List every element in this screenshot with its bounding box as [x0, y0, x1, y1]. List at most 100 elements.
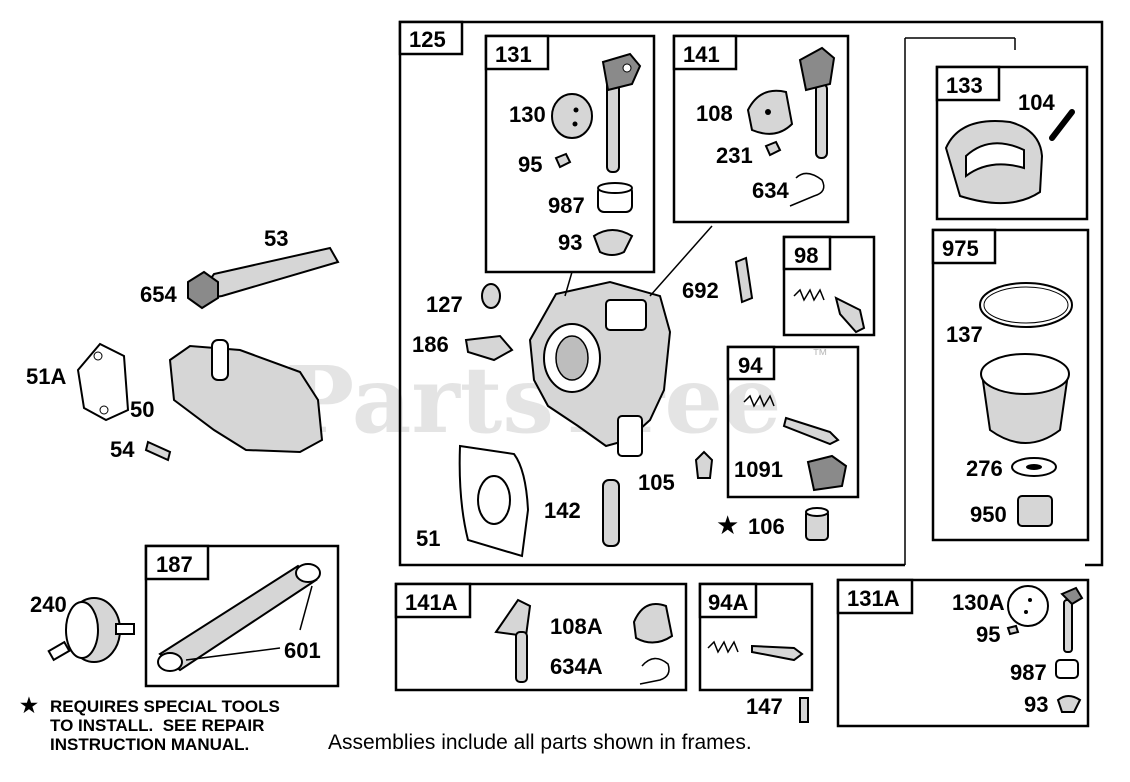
- part-label-634: 634: [752, 178, 789, 203]
- star-icon: ★: [20, 695, 38, 717]
- assemblies-note: Assemblies include all parts shown in fr…: [328, 731, 752, 754]
- spring-icon: [789, 172, 825, 207]
- special-tools-line-3: INSTRUCTION MANUAL.: [50, 735, 250, 754]
- part-label-53: 53: [264, 226, 288, 251]
- frame-975[interactable]: 975 137 276 950: [931, 228, 1090, 542]
- frame-98[interactable]: 98: [782, 235, 876, 337]
- elbow-186-icon: [464, 334, 514, 362]
- part-label-51a: 51A: [26, 364, 66, 389]
- part-label-950: 950: [970, 502, 1007, 527]
- screw-icon: [554, 152, 572, 169]
- frame-label-98: 98: [794, 243, 818, 268]
- frame-label-131a: 131A: [847, 586, 900, 611]
- part-label-106: 106: [748, 514, 785, 539]
- part-label-692: 692: [682, 278, 719, 303]
- solenoid-icon: [806, 454, 848, 492]
- seal-icon: [1056, 695, 1082, 713]
- choke-lever-icon: [494, 598, 532, 638]
- part-label-240: 240: [30, 592, 67, 617]
- part-label-1091: 1091: [734, 457, 783, 482]
- frame-94a[interactable]: 94A: [698, 582, 814, 692]
- throttle-plate-icon: [1007, 585, 1049, 627]
- bolt-54-icon: [144, 440, 172, 462]
- screw-147-icon: [799, 697, 809, 723]
- special-tools-note: ★ REQUIRES SPECIAL TOOLS TO INSTALL. SEE…: [20, 695, 280, 754]
- part-label-130a: 130A: [952, 590, 1005, 615]
- bushing-icon: [1055, 659, 1079, 679]
- frame-131[interactable]: 131 130 95 987 93: [484, 34, 656, 274]
- part-label-987-131a: 987: [1010, 660, 1047, 685]
- frame-133[interactable]: 133 104: [935, 65, 1089, 221]
- spring-icon: [639, 657, 670, 685]
- part-label-634a: 634A: [550, 654, 603, 679]
- spring-icon: [707, 640, 739, 654]
- part-label-95-131a: 95: [976, 622, 1000, 647]
- throttle-plate-icon: [551, 93, 593, 139]
- throttle-shaft-icon: [606, 79, 620, 173]
- frame-187[interactable]: 187 601: [144, 544, 340, 688]
- mixture-screw-icon: [782, 416, 840, 446]
- frame-label-187: 187: [156, 552, 193, 577]
- pin-icon: [1049, 109, 1075, 141]
- frame-label-125: 125: [409, 27, 446, 52]
- frame-141a[interactable]: 141A 108A 634A: [394, 582, 688, 692]
- frame-label-131: 131: [495, 42, 532, 67]
- special-tool-star: ★: [716, 511, 739, 541]
- part-label-105: 105: [638, 470, 675, 495]
- spring-692-icon: [734, 256, 754, 304]
- bowl-nut-icon: [1017, 495, 1053, 527]
- part-label-54: 54: [110, 437, 135, 462]
- frame-94[interactable]: 94 1091: [726, 345, 860, 499]
- frame-125[interactable]: 125: [398, 20, 1104, 567]
- part-label-276: 276: [966, 456, 1003, 481]
- part-label-142: 142: [544, 498, 581, 523]
- part-label-108a: 108A: [550, 614, 603, 639]
- washer-127-icon: [481, 283, 501, 309]
- part-label-50: 50: [130, 397, 154, 422]
- frame-label-133: 133: [946, 73, 983, 98]
- part-label-186: 186: [412, 332, 449, 357]
- seal-icon: [592, 229, 634, 256]
- frame-label-94a: 94A: [708, 590, 748, 615]
- frame-tag-125: [398, 20, 464, 56]
- nut-654-icon: [187, 270, 219, 310]
- carburetor-body-icon: [528, 280, 672, 457]
- idle-screw-icon: [834, 296, 866, 334]
- throttle-shaft-icon: [1063, 599, 1073, 653]
- needle-105-icon: [694, 450, 714, 479]
- part-label-93: 93: [558, 230, 582, 255]
- gasket-51a-icon: [76, 342, 130, 422]
- part-label-93-131a: 93: [1024, 692, 1048, 717]
- frame-141[interactable]: 141 108 231 634: [672, 34, 850, 224]
- part-label-147: 147: [746, 694, 783, 719]
- emulsion-tube-142-icon: [602, 479, 620, 547]
- choke-shaft-icon: [815, 83, 828, 159]
- part-label-654: 654: [140, 282, 177, 307]
- part-label-104: 104: [1018, 90, 1055, 115]
- mixture-screw-icon: [751, 644, 804, 662]
- o-ring-icon: [979, 282, 1073, 328]
- part-label-51: 51: [416, 526, 440, 551]
- spring-icon: [793, 288, 825, 302]
- part-label-95: 95: [518, 152, 542, 177]
- special-tools-line-1: REQUIRES SPECIAL TOOLS: [50, 697, 280, 716]
- part-label-108: 108: [696, 101, 733, 126]
- trademark-symbol: ™: [812, 347, 828, 364]
- frame-label-141a: 141A: [405, 590, 458, 615]
- frame-label-975: 975: [942, 236, 979, 261]
- frame-131a[interactable]: 131A 130A 95 987 93: [836, 578, 1090, 728]
- screw-icon: [1006, 624, 1020, 636]
- fuel-filter-240-icon: [47, 597, 135, 663]
- screw-icon: [764, 140, 782, 157]
- frame-label-141: 141: [683, 42, 720, 67]
- spring-icon: [743, 394, 775, 408]
- part-label-987: 987: [548, 193, 585, 218]
- part-label-231: 231: [716, 143, 753, 168]
- part-label-601: 601: [284, 638, 321, 663]
- special-tools-line-2: TO INSTALL. SEE REPAIR: [50, 716, 265, 735]
- choke-plate-icon: [632, 603, 674, 644]
- frame-label-94: 94: [738, 353, 763, 378]
- part-label-137: 137: [946, 322, 983, 347]
- part-label-130: 130: [509, 102, 546, 127]
